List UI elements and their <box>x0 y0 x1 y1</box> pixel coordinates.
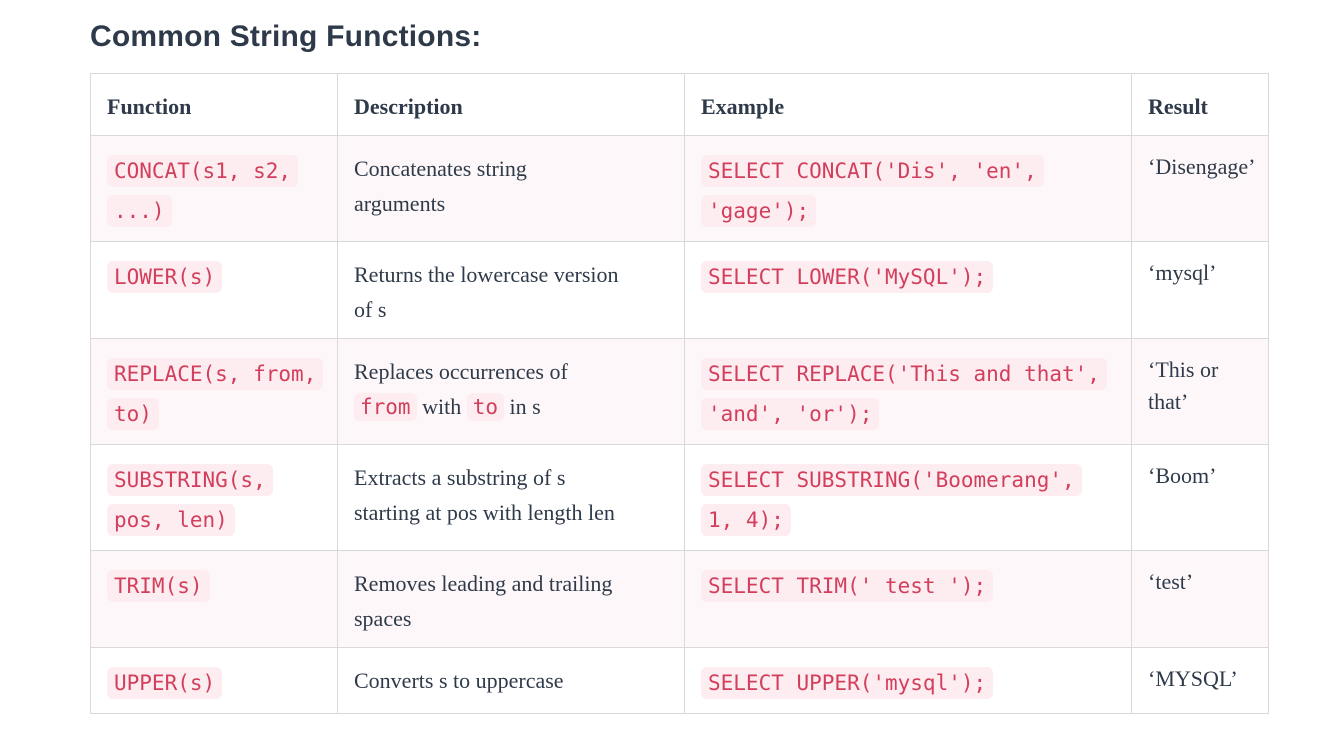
result-cell: ‘Disengage’ <box>1131 135 1269 242</box>
result-cell: ‘MYSQL’ <box>1131 647 1269 714</box>
example-cell: SELECT REPLACE('This and that','and', 'o… <box>684 338 1132 445</box>
example-cell: SELECT LOWER('MySQL'); <box>684 241 1132 339</box>
example-cell: SELECT UPPER('mysql'); <box>684 647 1132 714</box>
description-cell: Converts s to uppercase <box>337 647 685 714</box>
table-row: REPLACE(s, from,to)Replaces occurrences … <box>90 338 1269 445</box>
function-cell: SUBSTRING(s,pos, len) <box>90 444 338 551</box>
function-code: SUBSTRING(s,pos, len) <box>107 464 273 536</box>
example-code: SELECT CONCAT('Dis', 'en','gage'); <box>701 155 1044 227</box>
function-code: UPPER(s) <box>107 667 223 699</box>
result-cell: ‘Boom’ <box>1131 444 1269 551</box>
function-code: CONCAT(s1, s2,...) <box>107 155 299 227</box>
column-header-description: Description <box>337 73 685 136</box>
column-header-result: Result <box>1131 73 1269 136</box>
example-cell: SELECT CONCAT('Dis', 'en','gage'); <box>684 135 1132 242</box>
example-cell: SELECT SUBSTRING('Boomerang',1, 4); <box>684 444 1132 551</box>
example-code: SELECT UPPER('mysql'); <box>701 667 994 699</box>
example-code: SELECT LOWER('MySQL'); <box>701 261 994 293</box>
column-header-function: Function <box>90 73 338 136</box>
function-code: TRIM(s) <box>107 570 210 602</box>
function-cell: UPPER(s) <box>90 647 338 714</box>
function-cell: TRIM(s) <box>90 550 338 648</box>
inline-code: to <box>466 393 504 421</box>
function-cell: LOWER(s) <box>90 241 338 339</box>
function-code: REPLACE(s, from,to) <box>107 358 324 430</box>
inline-code: from <box>354 393 417 421</box>
example-code: SELECT TRIM(' test '); <box>701 570 994 602</box>
function-code: LOWER(s) <box>107 261 223 293</box>
table-row: UPPER(s) Converts s to uppercase SELECT UP… <box>90 647 1269 714</box>
function-cell: REPLACE(s, from,to) <box>90 338 338 445</box>
column-header-example: Example <box>684 73 1132 136</box>
function-cell: CONCAT(s1, s2,...) <box>90 135 338 242</box>
result-cell: ‘This or that’ <box>1131 338 1269 445</box>
page-title: Common String Functions: <box>90 20 482 53</box>
example-code: SELECT SUBSTRING('Boomerang',1, 4); <box>701 464 1082 536</box>
result-cell: ‘test’ <box>1131 550 1269 648</box>
example-code: SELECT REPLACE('This and that','and', 'o… <box>701 358 1107 430</box>
example-cell: SELECT TRIM(' test '); <box>684 550 1132 648</box>
table-row: SUBSTRING(s,pos, len) Extracts a substrin… <box>90 444 1269 551</box>
result-cell: ‘mysql’ <box>1131 241 1269 339</box>
